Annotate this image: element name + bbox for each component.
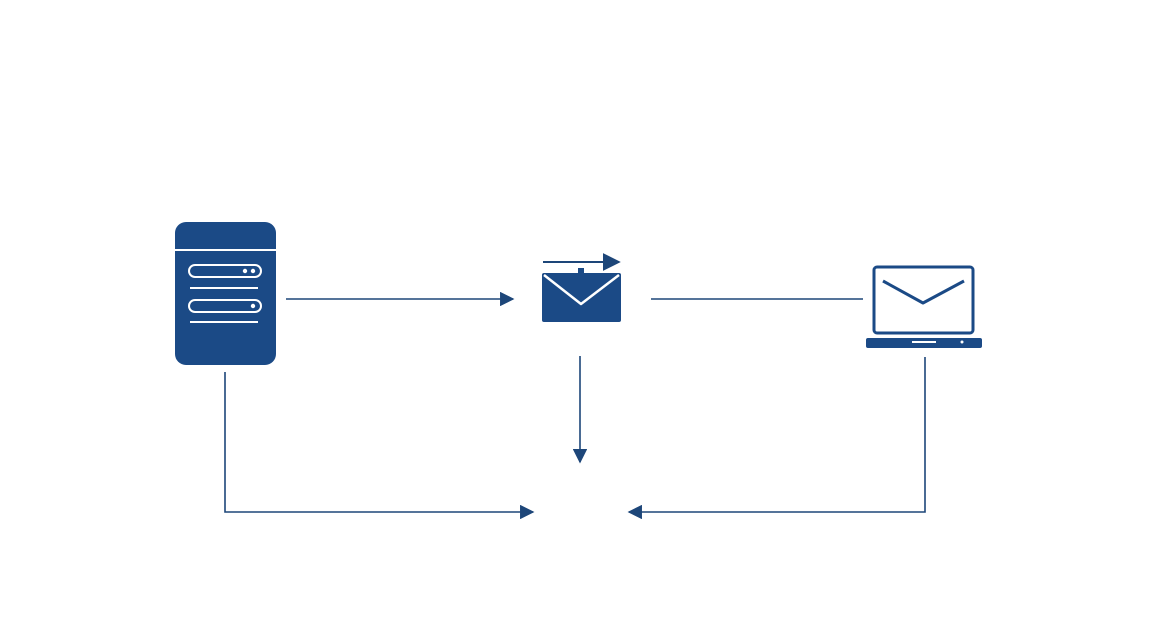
server-node[interactable]: [175, 222, 276, 365]
edge-server-to-bottom: [224, 372, 535, 520]
laptop-envelope-icon: [882, 279, 965, 305]
laptop-led: [960, 340, 964, 344]
envelope-body: [542, 273, 621, 322]
envelope-icon: [542, 253, 621, 322]
laptop-screen: [872, 265, 975, 335]
server-led-1b: [242, 268, 248, 274]
server-body: [175, 222, 276, 365]
server-slot-1: [188, 264, 262, 278]
envelope-flap: [543, 274, 620, 306]
server-led-1: [250, 268, 256, 274]
connectors: [224, 291, 926, 520]
server-led-2: [250, 303, 256, 309]
envelope-tab: [578, 268, 584, 274]
laptop-touchpad: [912, 341, 936, 343]
edge-laptop-to-bottom: [627, 357, 926, 520]
laptop-node[interactable]: [866, 265, 982, 348]
server-icon: [175, 222, 276, 365]
server-slot-2: [188, 299, 262, 313]
laptop-mail-icon: [866, 265, 982, 348]
mail-node[interactable]: [542, 253, 621, 322]
